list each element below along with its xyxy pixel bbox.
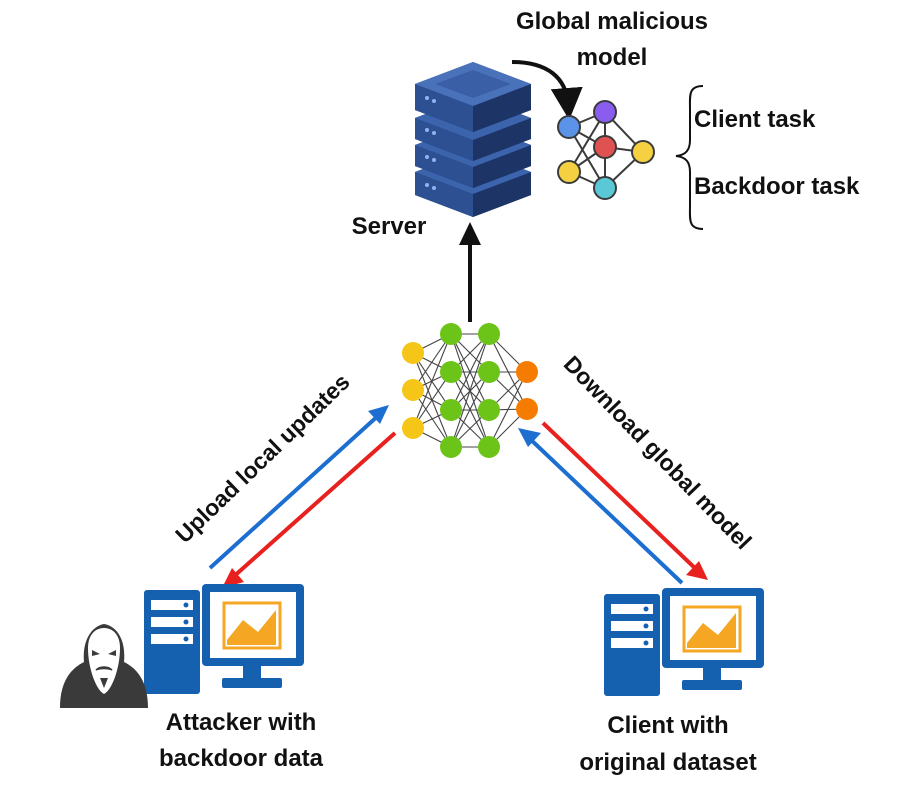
client-task-label: Client task — [694, 106, 816, 133]
download-label: Download global model — [559, 351, 757, 555]
nn-output-node — [516, 398, 538, 420]
nn-hidden2-node — [478, 436, 500, 458]
global-model-title-line1: Global malicious — [516, 8, 708, 35]
upload-arrow-right — [518, 428, 684, 585]
server-icon — [415, 62, 531, 217]
neural-network-icon — [402, 323, 538, 458]
nn-edge — [450, 333, 490, 448]
nn-hidden1-node — [440, 361, 462, 383]
download-arrow-left — [222, 431, 397, 588]
global-model-title-line2: model — [577, 44, 648, 71]
nn-hidden2-node — [478, 361, 500, 383]
upload-arrow-left — [208, 405, 389, 570]
backdoor-task-label: Backdoor task — [694, 173, 860, 200]
attacker-label-line2: backdoor data — [159, 745, 324, 772]
nn-edge — [450, 371, 490, 448]
nn-hidden1-node — [440, 436, 462, 458]
nn-edge — [412, 333, 452, 429]
nn-input-node — [402, 417, 424, 439]
nn-hidden1-node — [440, 323, 462, 345]
client-label-line1: Client with — [607, 712, 728, 739]
nn-hidden2-node — [478, 399, 500, 421]
nn-input-node — [402, 342, 424, 364]
small-network-icon — [557, 100, 655, 200]
computer-icon-client — [604, 588, 764, 696]
nn-hidden1-node — [440, 399, 462, 421]
nn-hidden2-node — [478, 323, 500, 345]
nn-edge — [488, 371, 528, 448]
nn-edge — [412, 333, 452, 391]
download-arrow-right — [541, 421, 708, 580]
client-label-line2: original dataset — [579, 749, 756, 776]
computer-icon-attacker — [144, 584, 304, 694]
server-label: Server — [352, 213, 427, 240]
nn-output-node — [516, 361, 538, 383]
brace-icon — [675, 85, 704, 230]
hacker-icon — [60, 624, 148, 708]
nn-input-node — [402, 379, 424, 401]
server-to-model-arrow — [511, 60, 583, 120]
nn-edge — [412, 371, 452, 429]
network-to-server-arrow — [459, 222, 481, 322]
attacker-label-line1: Attacker with — [166, 709, 317, 736]
nn-edge — [450, 333, 490, 411]
